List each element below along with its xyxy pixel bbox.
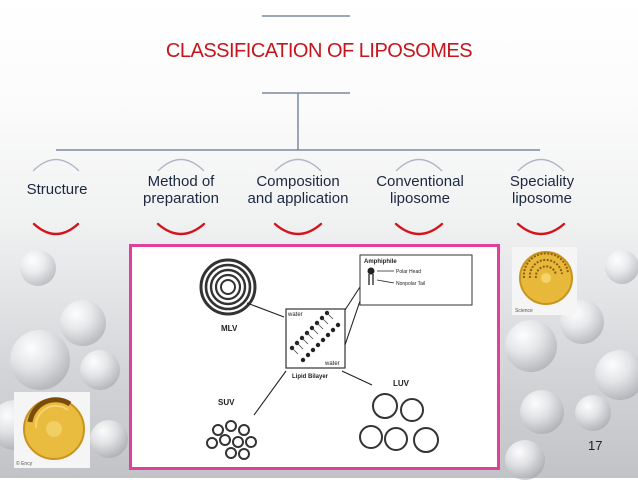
nonpolar-tail-label: Nonpolar Tail xyxy=(396,281,425,287)
liposome-cross-section-image: Science xyxy=(515,251,573,314)
branch-method-line-2: preparation xyxy=(143,190,219,207)
liposome-cross-section-thumbnail-right: Science xyxy=(512,247,577,315)
slide-title: CLASSIFICATION OF LIPOSOMES xyxy=(165,40,473,62)
branch-composition-and-application: Composition and application xyxy=(238,173,358,207)
branch-conventional-liposome: Conventional liposome xyxy=(366,173,474,207)
water-top-label: water xyxy=(287,312,303,318)
branch-conventional-line-1: Conventional xyxy=(376,173,464,190)
lipid-bilayer-box: water water Lipid Bilayer xyxy=(285,308,346,380)
water-bottom-label: water xyxy=(324,361,340,367)
branch-speciality-liposome: Speciality liposome xyxy=(496,173,588,207)
branch-method-of-preparation: Method of preparation xyxy=(128,173,234,207)
luv-vesicles xyxy=(359,393,439,453)
polar-head-label: Polar Head xyxy=(396,269,421,275)
liposome-cross-section-thumbnail-left: © Ency xyxy=(14,392,90,468)
liposome-types-figure: MLV SUV LUV xyxy=(129,244,500,470)
liposome-cross-section-image-left: © Ency xyxy=(16,397,85,467)
branch-structure-line-1: Structure xyxy=(26,181,88,198)
luv-label: LUV xyxy=(393,379,410,388)
thumbnail-caption-science: Science xyxy=(515,308,533,314)
branch-conventional-line-2: liposome xyxy=(389,190,451,207)
suv-vesicles xyxy=(206,420,257,460)
amphiphile-label: Amphiphile xyxy=(364,259,397,265)
branch-structure: Structure xyxy=(14,181,100,198)
thumbnail-caption-ency: © Ency xyxy=(16,460,33,467)
diagram-arrows xyxy=(246,286,373,416)
branch-speciality-line-2: liposome xyxy=(511,190,573,207)
page-number: 17 xyxy=(588,438,603,453)
mlv-vesicle xyxy=(199,258,257,316)
liposome-diagram: MLV SUV LUV xyxy=(199,254,473,460)
suv-label: SUV xyxy=(218,398,235,407)
branch-composition-line-1: Composition xyxy=(256,173,340,190)
mlv-label: MLV xyxy=(221,324,238,333)
branch-method-line-1: Method of xyxy=(147,173,215,190)
branch-speciality-line-1: Speciality xyxy=(509,173,575,190)
branch-composition-line-2: and application xyxy=(247,190,349,207)
lipid-bilayer-label: Lipid Bilayer xyxy=(292,374,329,380)
amphiphile-inset: Amphiphile Polar Head Nonpolar Tail xyxy=(359,254,473,306)
